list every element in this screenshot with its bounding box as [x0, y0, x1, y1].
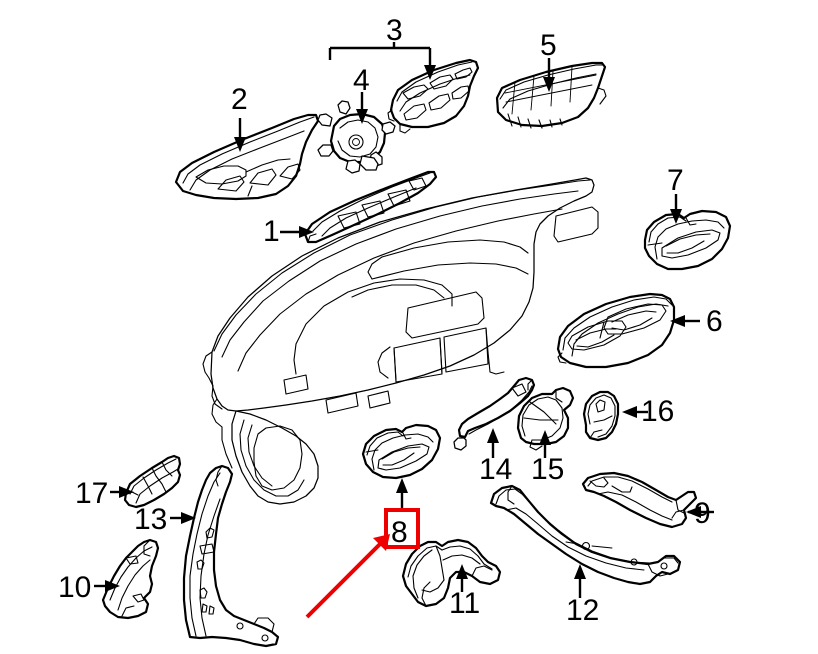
part-8-lower-air-outlet: [361, 423, 442, 480]
callout-17: 17: [75, 477, 134, 510]
part-11-floor-distribution-duct: [401, 538, 502, 608]
part-14-control-rod: [453, 376, 536, 451]
callout-16-label: 16: [641, 395, 674, 428]
callout-9: 9: [686, 497, 714, 530]
callout-4: 4: [353, 64, 370, 124]
callout-16: 16: [622, 395, 674, 428]
highlight-arrow-head: [373, 534, 390, 551]
callout-12: 12: [566, 564, 599, 627]
part-12-rear-floor-duct: [489, 484, 682, 586]
callout-6: 6: [670, 305, 723, 338]
highlight-arrow-line: [305, 541, 383, 619]
callout-3: 3: [328, 14, 436, 80]
callout-15: 15: [531, 430, 564, 486]
callout-10-label: 10: [58, 571, 91, 604]
highlight-annotation: [305, 508, 420, 619]
callout-4-label: 4: [353, 64, 370, 97]
part-1-upper-trim: [303, 170, 438, 244]
part-2-defroster-grille: [174, 113, 320, 201]
part-9-duct-bracket: [581, 471, 698, 529]
callout-13-label: 13: [134, 503, 167, 536]
part-17-connector-clip: [123, 454, 182, 509]
callout-11-label: 11: [449, 587, 480, 620]
part-3-center-vent-louver: [387, 58, 480, 134]
part-4-actuator-motor: [317, 100, 396, 174]
callout-1-label: 1: [263, 215, 280, 248]
callout-6-label: 6: [706, 305, 723, 338]
callout-7: 7: [667, 164, 684, 224]
callout-11: 11: [449, 564, 480, 620]
callout-2: 2: [231, 83, 248, 152]
callout-2-label: 2: [231, 83, 248, 116]
part-5-speaker-grille: [495, 61, 607, 129]
instrument-panel-main-body: [202, 177, 599, 505]
part-10-side-defroster-duct: [101, 538, 160, 620]
callout-12-label: 12: [566, 594, 599, 627]
callout-3-label: 3: [386, 14, 403, 47]
callout-5: 5: [540, 29, 557, 92]
callout-15-label: 15: [531, 453, 564, 486]
part-7-side-air-outlet: [643, 209, 732, 271]
part-16-blind-cap: [582, 390, 620, 442]
highlight-rectangle: [384, 508, 420, 549]
callout-14-label: 14: [479, 453, 512, 486]
part-6-dual-air-outlet: [556, 292, 676, 369]
callout-9-label: 9: [694, 497, 711, 530]
callout-8-label: 8: [391, 516, 408, 549]
callout-7-label: 7: [667, 164, 684, 197]
callout-5-label: 5: [540, 29, 557, 62]
callout-13: 13: [134, 503, 196, 536]
callout-17-label: 17: [75, 477, 108, 510]
part-15-knob-grommet: [516, 386, 575, 451]
part-13-support-brace: [182, 464, 280, 648]
callout-10: 10: [58, 571, 120, 604]
callout-14: 14: [479, 428, 512, 486]
callout-1: 1: [263, 215, 314, 248]
callout-8: 8: [391, 478, 408, 549]
